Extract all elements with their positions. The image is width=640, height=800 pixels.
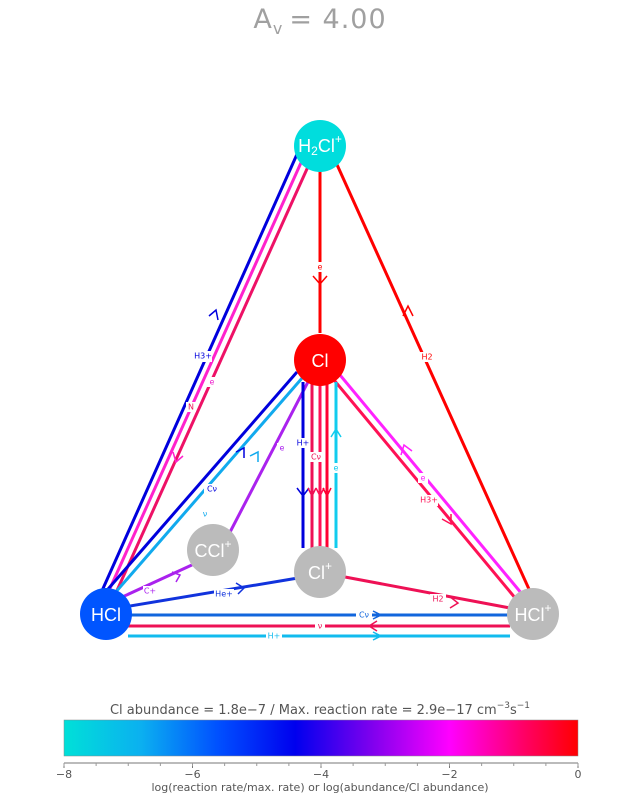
edge-label: e: [331, 463, 341, 473]
svg-text:e: e: [280, 444, 285, 453]
node-h2cl-plus: H2Cl+: [294, 120, 346, 172]
arrow-icon: [400, 443, 413, 456]
svg-text:N: N: [188, 403, 194, 412]
edge-label: H2: [420, 352, 434, 362]
edge-hcl-h2cl-magenta: [101, 155, 306, 605]
arrow-icon: [296, 487, 310, 498]
edge-cl-hcl-blue: [100, 371, 299, 597]
nodes: H2Cl+ Cl CCl+ Cl+ HCl HCl+: [80, 120, 559, 640]
arrow-icon: [367, 620, 378, 632]
svg-text:e: e: [318, 263, 323, 272]
svg-text:ν: ν: [318, 622, 323, 631]
colorbar-tick-label: −6: [184, 768, 200, 781]
colorbar-axis-label: log(reaction rate/max. rate) or log(abun…: [152, 781, 489, 794]
svg-text:e: e: [334, 464, 339, 473]
edge-cl-hclp-magenta: [338, 374, 524, 595]
arrow-icon: [307, 487, 317, 498]
node-ccl-plus: CCl+: [187, 524, 239, 576]
arrow-icon: [322, 487, 332, 498]
arrow-icon: [172, 451, 184, 464]
edge-label: He+: [214, 589, 234, 599]
diagram-title: Av= 4.00: [253, 4, 386, 38]
svg-text:HCl: HCl: [91, 605, 121, 625]
edge-hcl-h2cl-blue: [95, 151, 300, 603]
colorbar-tick-label: −8: [56, 768, 72, 781]
colorbar-tick-label: −2: [441, 768, 457, 781]
edge-hcl-clp: [111, 576, 299, 611]
node-hcl-plus: HCl+: [507, 588, 559, 640]
svg-text:Cl: Cl: [312, 351, 329, 371]
colorbar-tick-label: −4: [313, 768, 329, 781]
edge-hclp-h2cl: [332, 157, 535, 599]
edge-label: e: [418, 473, 428, 483]
svg-text:C+: C+: [144, 587, 156, 596]
svg-text:Cν: Cν: [311, 453, 322, 462]
edge-cl-ccl: [226, 379, 311, 537]
svg-text:CCl+: CCl+: [194, 537, 231, 561]
arrow-icon: [171, 571, 182, 583]
arrow-icon: [208, 308, 219, 321]
arrow-icon: [249, 450, 259, 462]
arrow-icon: [315, 487, 325, 498]
edge-label: ν: [315, 621, 325, 631]
abundance-caption: Cl abundance = 1.8e−7 / Max. reaction ra…: [110, 701, 530, 718]
svg-text:e: e: [421, 474, 426, 483]
svg-text:HCl+: HCl+: [514, 601, 551, 625]
edge-label: H3+: [420, 495, 438, 506]
svg-text:Cν: Cν: [359, 611, 370, 620]
node-cl: Cl: [294, 334, 346, 386]
arrow-icon: [441, 514, 452, 526]
svg-text:Cν: Cν: [207, 485, 218, 494]
edge-label: Cν: [356, 610, 372, 620]
svg-text:H+: H+: [268, 632, 281, 641]
svg-text:e: e: [210, 378, 215, 387]
edge-label: H+: [296, 438, 310, 448]
arrow-icon: [372, 631, 383, 641]
arrow-icon: [312, 275, 328, 286]
edge-label: H2: [430, 594, 446, 604]
colorbar-tick-label: 0: [575, 768, 582, 781]
svg-text:ν: ν: [203, 510, 208, 519]
arrow-icon: [235, 582, 246, 595]
svg-text:H+: H+: [297, 439, 310, 448]
edge-label: N: [186, 402, 196, 412]
edge-label: Cν: [204, 484, 220, 494]
edge-clp-hclp: [344, 575, 511, 610]
svg-text:Cl+: Cl+: [308, 559, 332, 583]
edge-label: C+: [143, 586, 157, 596]
svg-text:H2: H2: [432, 595, 443, 604]
svg-text:He+: He+: [215, 590, 233, 599]
svg-text:H3+: H3+: [420, 496, 438, 505]
svg-text:H2: H2: [421, 353, 432, 362]
edge-label: H3+: [194, 351, 212, 362]
edge-cl-hclp-red: [332, 379, 518, 600]
edge-label: e: [277, 443, 287, 453]
edge-label: H+: [266, 631, 282, 641]
node-hcl: HCl: [80, 588, 132, 640]
edge-label: e: [315, 262, 325, 272]
edge-label: e: [207, 377, 217, 387]
colorbar: [63, 719, 579, 757]
colorbar-ticks: −8 −6 −4 −2 0: [56, 763, 582, 781]
edge-label: Cν: [308, 452, 324, 462]
arrow-icon: [235, 446, 245, 458]
edge-labels: e H2 H3+ e N Cν ν H+ Cν e e H3+ e Cν ν C…: [143, 262, 446, 641]
node-cl-plus: Cl+: [294, 546, 346, 598]
svg-text:H2Cl+: H2Cl+: [298, 132, 342, 158]
arrow-icon: [372, 610, 383, 620]
arrow-icon: [330, 427, 342, 438]
arrow-icon: [448, 595, 460, 609]
svg-text:H3+: H3+: [194, 352, 212, 361]
edge-label: ν: [200, 509, 210, 519]
arrow-icon: [402, 304, 414, 317]
edges: [95, 151, 535, 641]
